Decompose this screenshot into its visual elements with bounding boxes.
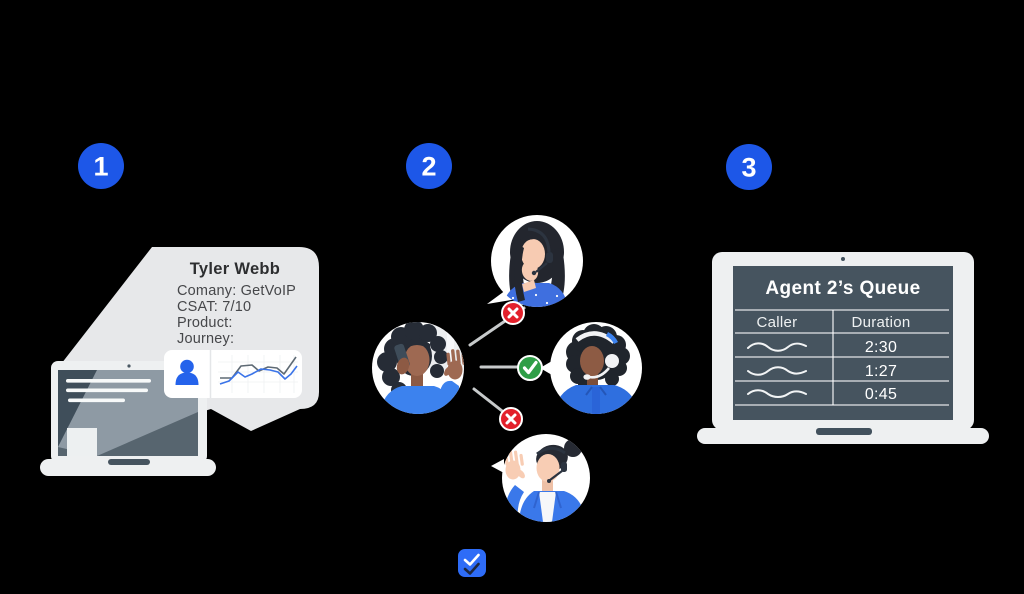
step-2-number: 2 bbox=[421, 152, 436, 182]
agent-3-mic bbox=[549, 470, 563, 481]
caller-squiggle-icon bbox=[747, 342, 807, 352]
agent-2-headset-band bbox=[575, 331, 616, 344]
screen-block bbox=[67, 428, 97, 456]
agent-3-avatar bbox=[491, 434, 590, 522]
table-row: 0:45 bbox=[747, 386, 897, 403]
customer-company-field: Comany: GetVoIP bbox=[177, 283, 296, 299]
caller-squiggle-icon bbox=[747, 389, 807, 398]
csat-sparkline-chart bbox=[218, 355, 298, 393]
agent-3-earpiece bbox=[561, 462, 567, 472]
person-icon bbox=[175, 359, 199, 385]
accept-badge-middle bbox=[517, 355, 543, 381]
agent-2-avatar bbox=[540, 322, 642, 414]
agent-1-hand-on-chin bbox=[521, 261, 539, 281]
agent-2-earcup bbox=[605, 354, 619, 368]
agent-3-speech-tail bbox=[491, 459, 504, 473]
reject-badge-bottom bbox=[499, 407, 523, 431]
table-row: 1:27 bbox=[747, 363, 897, 380]
check-icon bbox=[522, 360, 538, 375]
customer-csat-field: CSAT: 7/10 bbox=[177, 299, 251, 315]
agent-2-mic bbox=[588, 367, 611, 379]
column-header-caller: Caller bbox=[757, 314, 798, 331]
agent-1-avatar bbox=[487, 215, 583, 307]
step-2-circle bbox=[406, 143, 452, 189]
customer-name: Tyler Webb bbox=[190, 260, 280, 278]
laptop1-notch bbox=[108, 459, 150, 465]
duration-cell: 0:45 bbox=[865, 386, 897, 403]
customer-journey-field: Journey: bbox=[177, 331, 234, 347]
agent-1-earpiece bbox=[546, 252, 553, 263]
laptop1-base bbox=[40, 459, 216, 476]
customer-product-field: Product: bbox=[177, 315, 233, 331]
caller-avatar bbox=[372, 322, 464, 414]
agent-3-headset-band bbox=[536, 446, 566, 456]
laptop2-base bbox=[697, 428, 989, 444]
caller-squiggle-icon bbox=[747, 366, 807, 376]
screen-text-line bbox=[66, 379, 151, 383]
laptop2-notch bbox=[816, 428, 872, 435]
screen-text-line bbox=[66, 388, 148, 393]
check-bottom bbox=[463, 562, 480, 575]
step-1-circle bbox=[78, 143, 124, 189]
screen-text-line bbox=[68, 398, 125, 403]
laptop1-camera-dot bbox=[127, 364, 131, 368]
agent-1-mic bbox=[535, 262, 548, 273]
x-icon bbox=[505, 413, 517, 425]
step-badge-3: 3 bbox=[726, 144, 772, 190]
queue-table: Caller Duration 2:30 1:27 0:45 bbox=[735, 309, 949, 406]
queue-laptop: Agent 2’s Queue Caller Duration 2:30 1:2… bbox=[697, 252, 989, 444]
agent-1-headset-band bbox=[527, 227, 551, 253]
column-header-duration: Duration bbox=[851, 314, 910, 331]
step-badge-2: 2 bbox=[406, 143, 452, 189]
laptop2-camera-dot bbox=[841, 257, 845, 261]
sparkline-blue-series bbox=[219, 365, 298, 385]
step-badge-1: 1 bbox=[78, 143, 124, 189]
check-top bbox=[463, 553, 480, 566]
duration-cell: 1:27 bbox=[865, 363, 897, 380]
reject-badge-top bbox=[501, 301, 525, 325]
agent-2-speech-tail bbox=[540, 361, 552, 375]
duration-cell: 2:30 bbox=[865, 339, 897, 356]
queue-title: Agent 2’s Queue bbox=[765, 278, 920, 299]
laptop1-screen bbox=[58, 370, 198, 456]
step-3-number: 3 bbox=[741, 153, 756, 183]
step-1-number: 1 bbox=[93, 152, 108, 182]
table-row: 2:30 bbox=[747, 339, 897, 356]
double-check-icon bbox=[458, 549, 486, 577]
step-3-circle bbox=[726, 144, 772, 190]
caller-laptop bbox=[40, 361, 216, 476]
x-icon bbox=[507, 307, 519, 319]
route-line-bottom bbox=[472, 387, 508, 416]
agent-2-collar bbox=[585, 386, 607, 396]
customer-card-content: Tyler Webb Comany: GetVoIP CSAT: 7/10 Pr… bbox=[164, 260, 302, 398]
customer-mini-panel bbox=[164, 350, 302, 398]
